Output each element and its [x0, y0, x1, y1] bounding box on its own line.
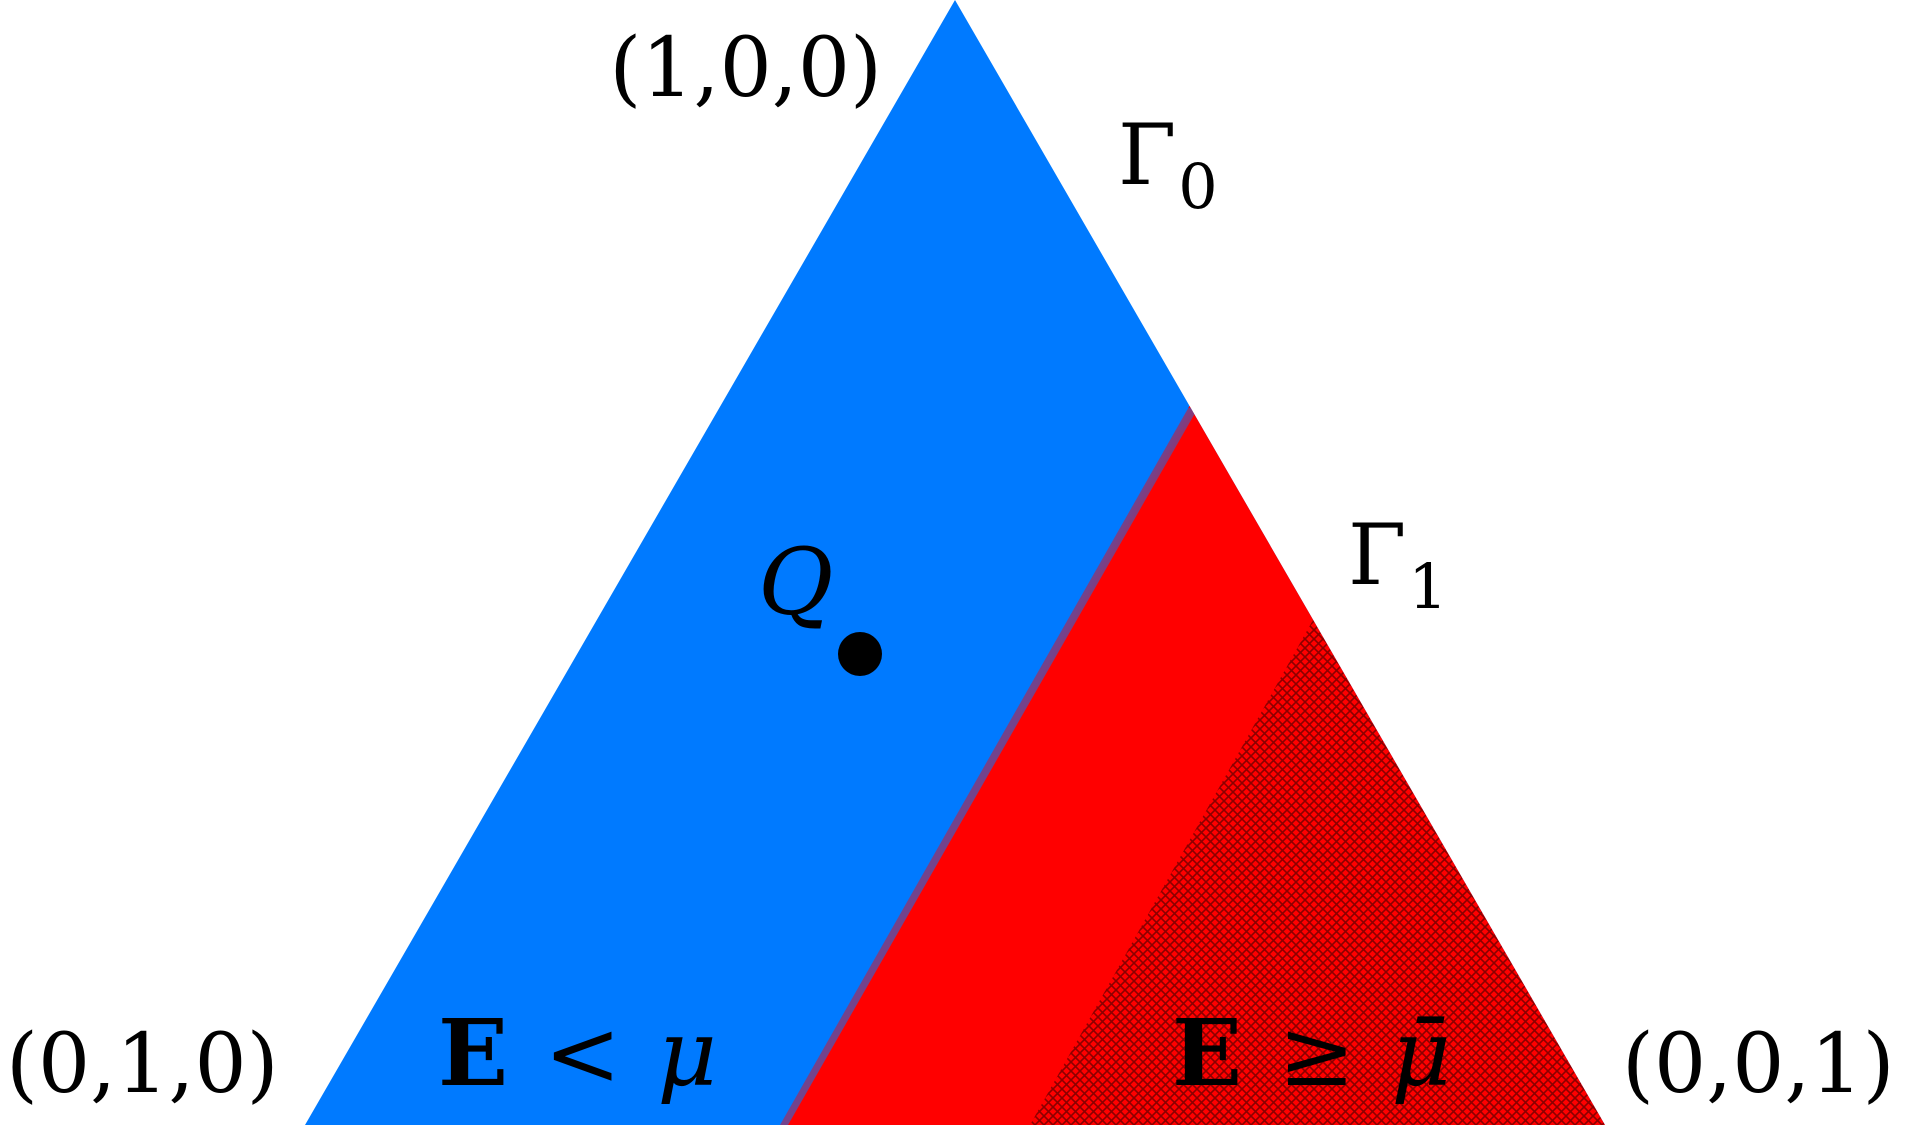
svg-text:Γ0: Γ0 [1118, 106, 1218, 223]
region-lower-lhs: E [438, 999, 508, 1107]
region-lower-op: < [544, 1000, 621, 1107]
point-q-marker [838, 632, 882, 676]
svg-text:Γ1: Γ1 [1348, 506, 1448, 623]
point-q-label: Q [758, 529, 833, 636]
gamma0-subscript: 0 [1178, 150, 1217, 223]
vertex-label-bottom-right: (0,0,1) [1622, 1017, 1895, 1112]
region-upper-rhs: μ̄ [1391, 1000, 1451, 1107]
gamma1-subscript: 1 [1408, 550, 1447, 623]
region-lower-rhs: μ [657, 1000, 717, 1107]
region-boundary-blend [772, 408, 1198, 1125]
gamma0-label: Γ0 [1118, 106, 1218, 223]
vertex-label-top: (1,0,0) [609, 21, 882, 116]
region-upper-label: E ≥ μ̄ [1172, 999, 1451, 1107]
region-lower-label: E < μ [438, 999, 717, 1107]
region-upper-lhs: E [1172, 999, 1242, 1107]
gamma0-symbol: Γ [1118, 106, 1176, 204]
vertex-label-bottom-left: (0,1,0) [6, 1017, 279, 1112]
region-upper-op: ≥ [1278, 1000, 1355, 1107]
gamma1-symbol: Γ [1348, 506, 1406, 604]
gamma1-label: Γ1 [1348, 506, 1448, 623]
